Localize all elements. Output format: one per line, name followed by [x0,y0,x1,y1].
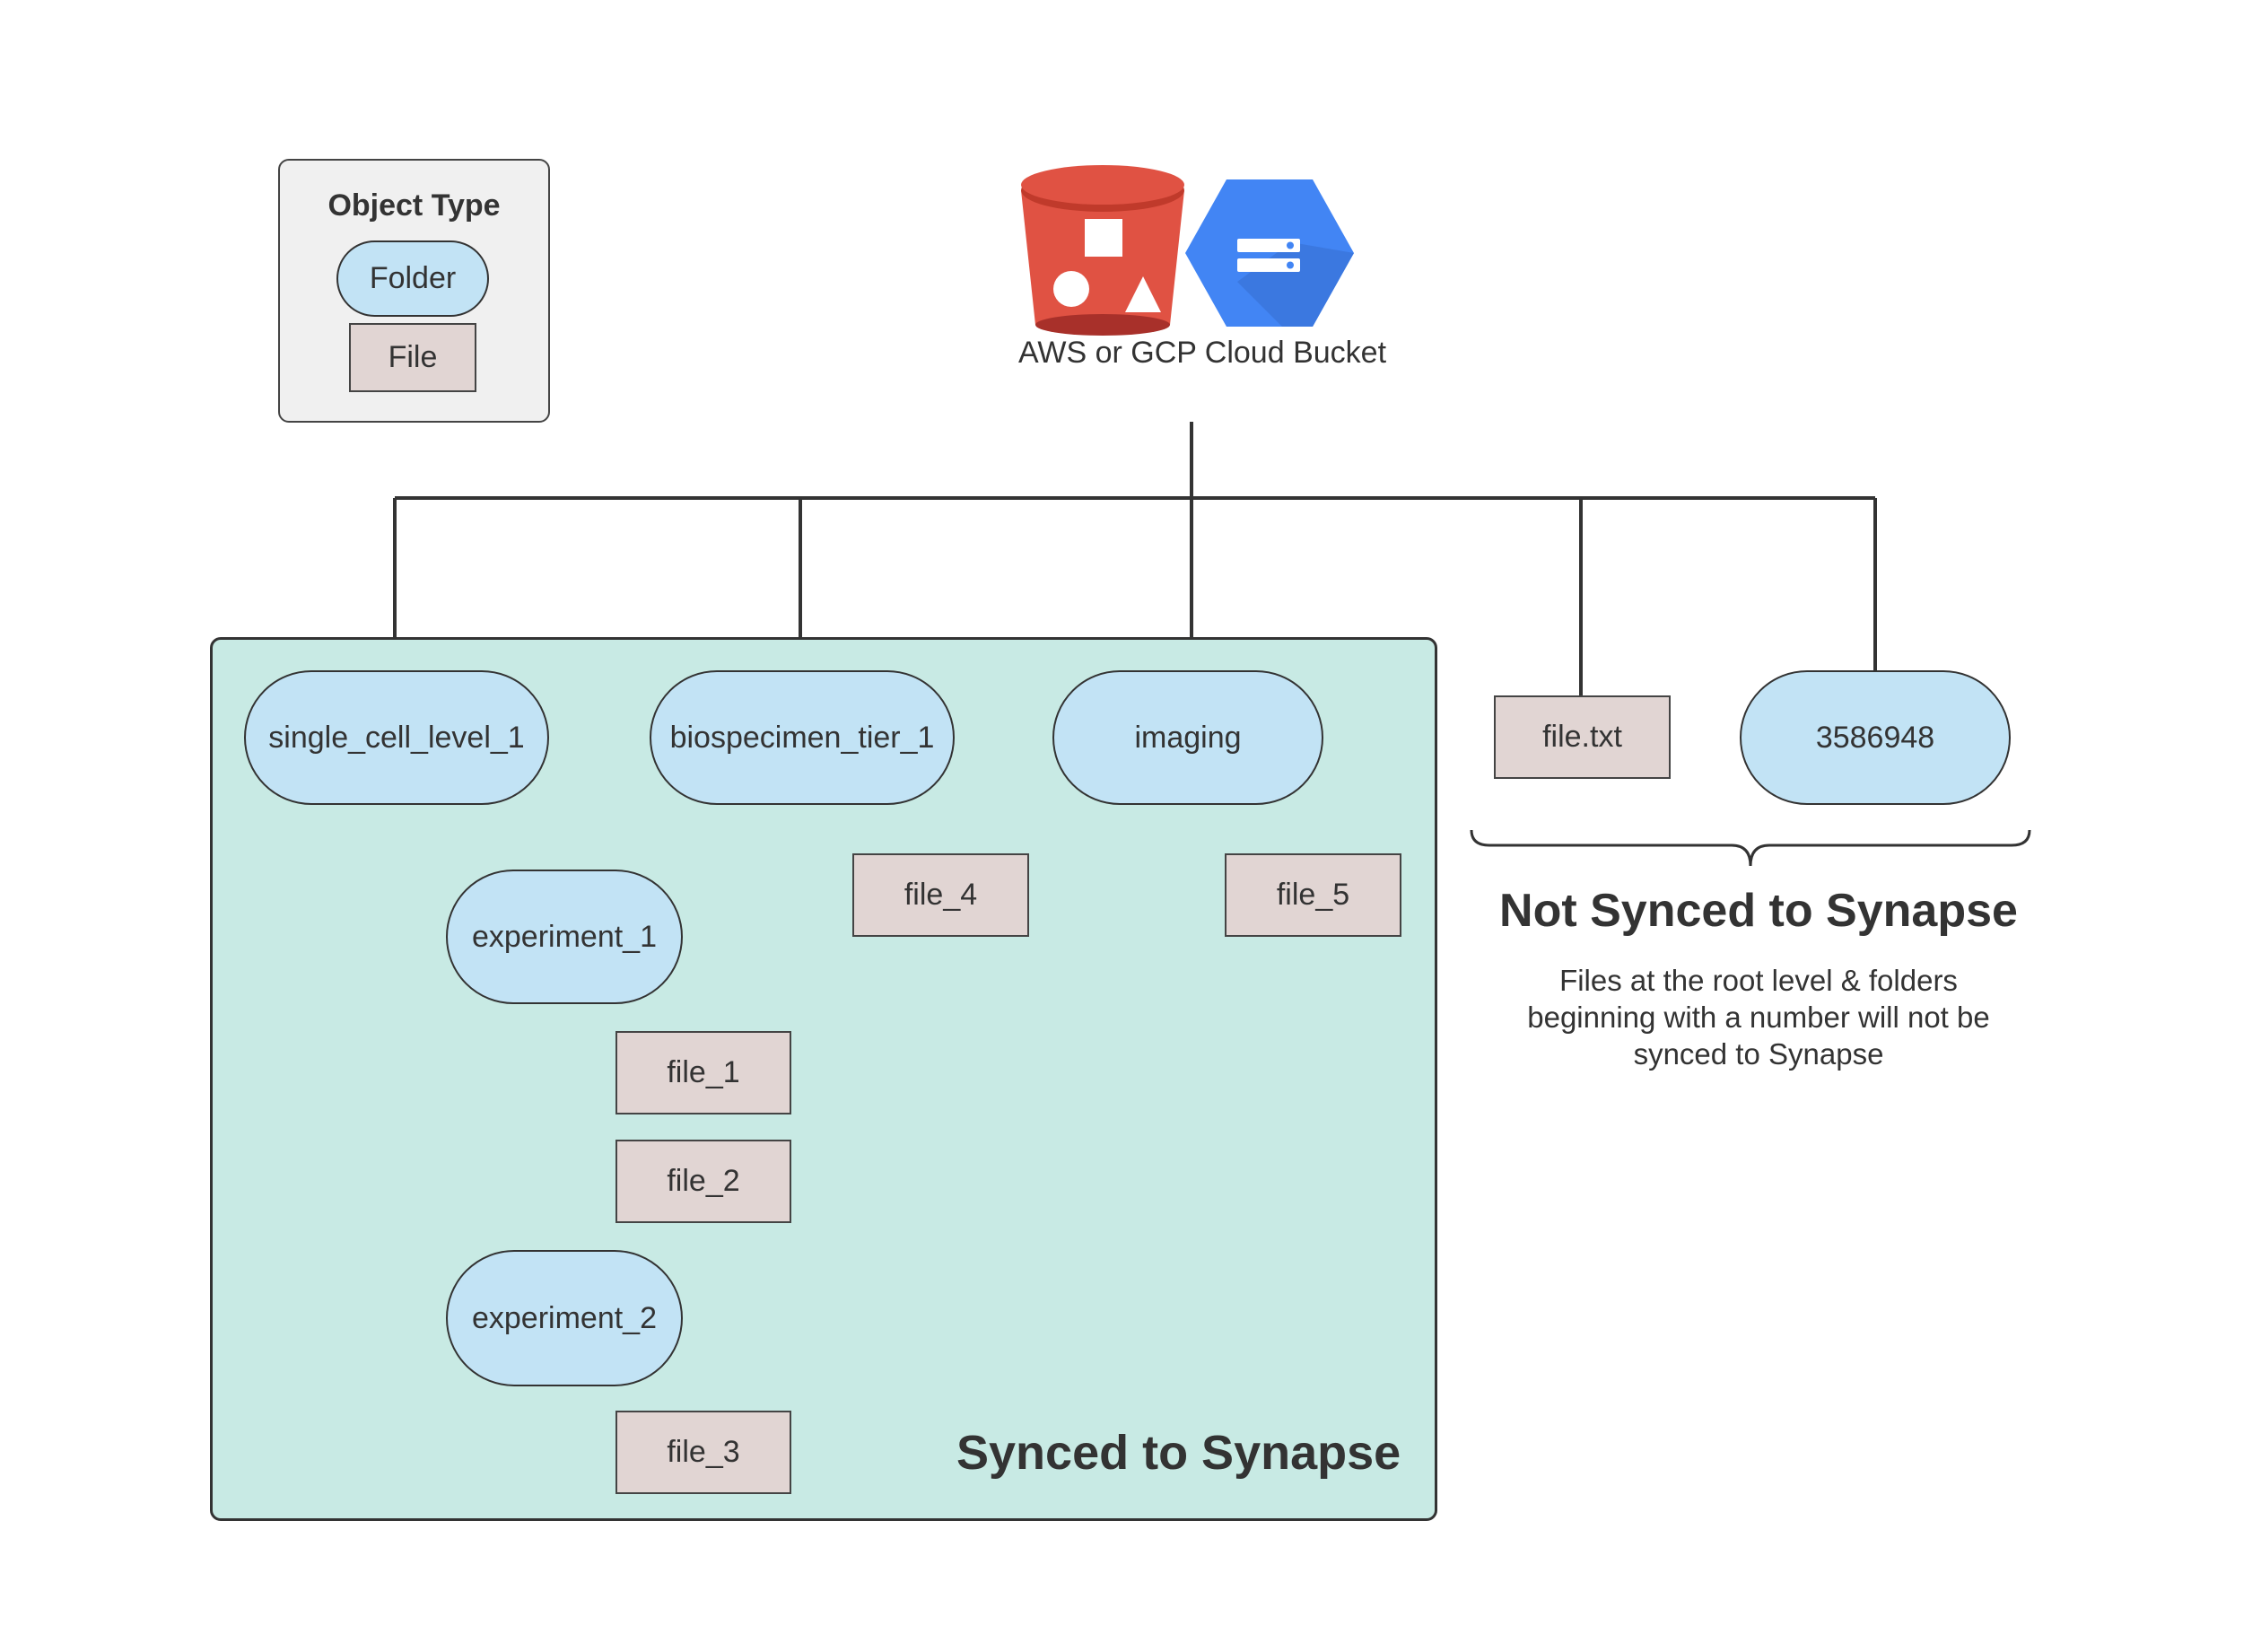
folder-3586948: 3586948 [1740,670,2011,805]
file-1: file_1 [615,1031,791,1114]
folder-experiment-1: experiment_1 [446,870,683,1004]
file-5: file_5 [1225,853,1401,937]
legend-file: File [349,323,476,392]
folder-single-cell-level-1: single_cell_level_1 [244,670,549,805]
file-2: file_2 [615,1140,791,1223]
file-4: file_4 [852,853,1029,937]
folder-experiment-2: experiment_2 [446,1250,683,1386]
folder-imaging: imaging [1052,670,1323,805]
not-synced-title: Not Synced to Synapse [1499,885,2018,937]
synced-region-label: Synced to Synapse [956,1426,1401,1480]
legend-title: Object Type [327,188,501,223]
not-synced-brace [1470,829,2031,867]
legend-folder: Folder [336,240,489,317]
file-3: file_3 [615,1411,791,1494]
gcp-cloud-storage-icon [1185,179,1354,327]
aws-s3-bucket-icon [1021,165,1184,336]
not-synced-description: Files at the root level & folders beginn… [1527,964,1990,1071]
folder-biospecimen-tier-1: biospecimen_tier_1 [650,670,955,805]
bucket-label: AWS or GCP Cloud Bucket [1017,336,1387,370]
file-txt: file.txt [1494,695,1671,779]
